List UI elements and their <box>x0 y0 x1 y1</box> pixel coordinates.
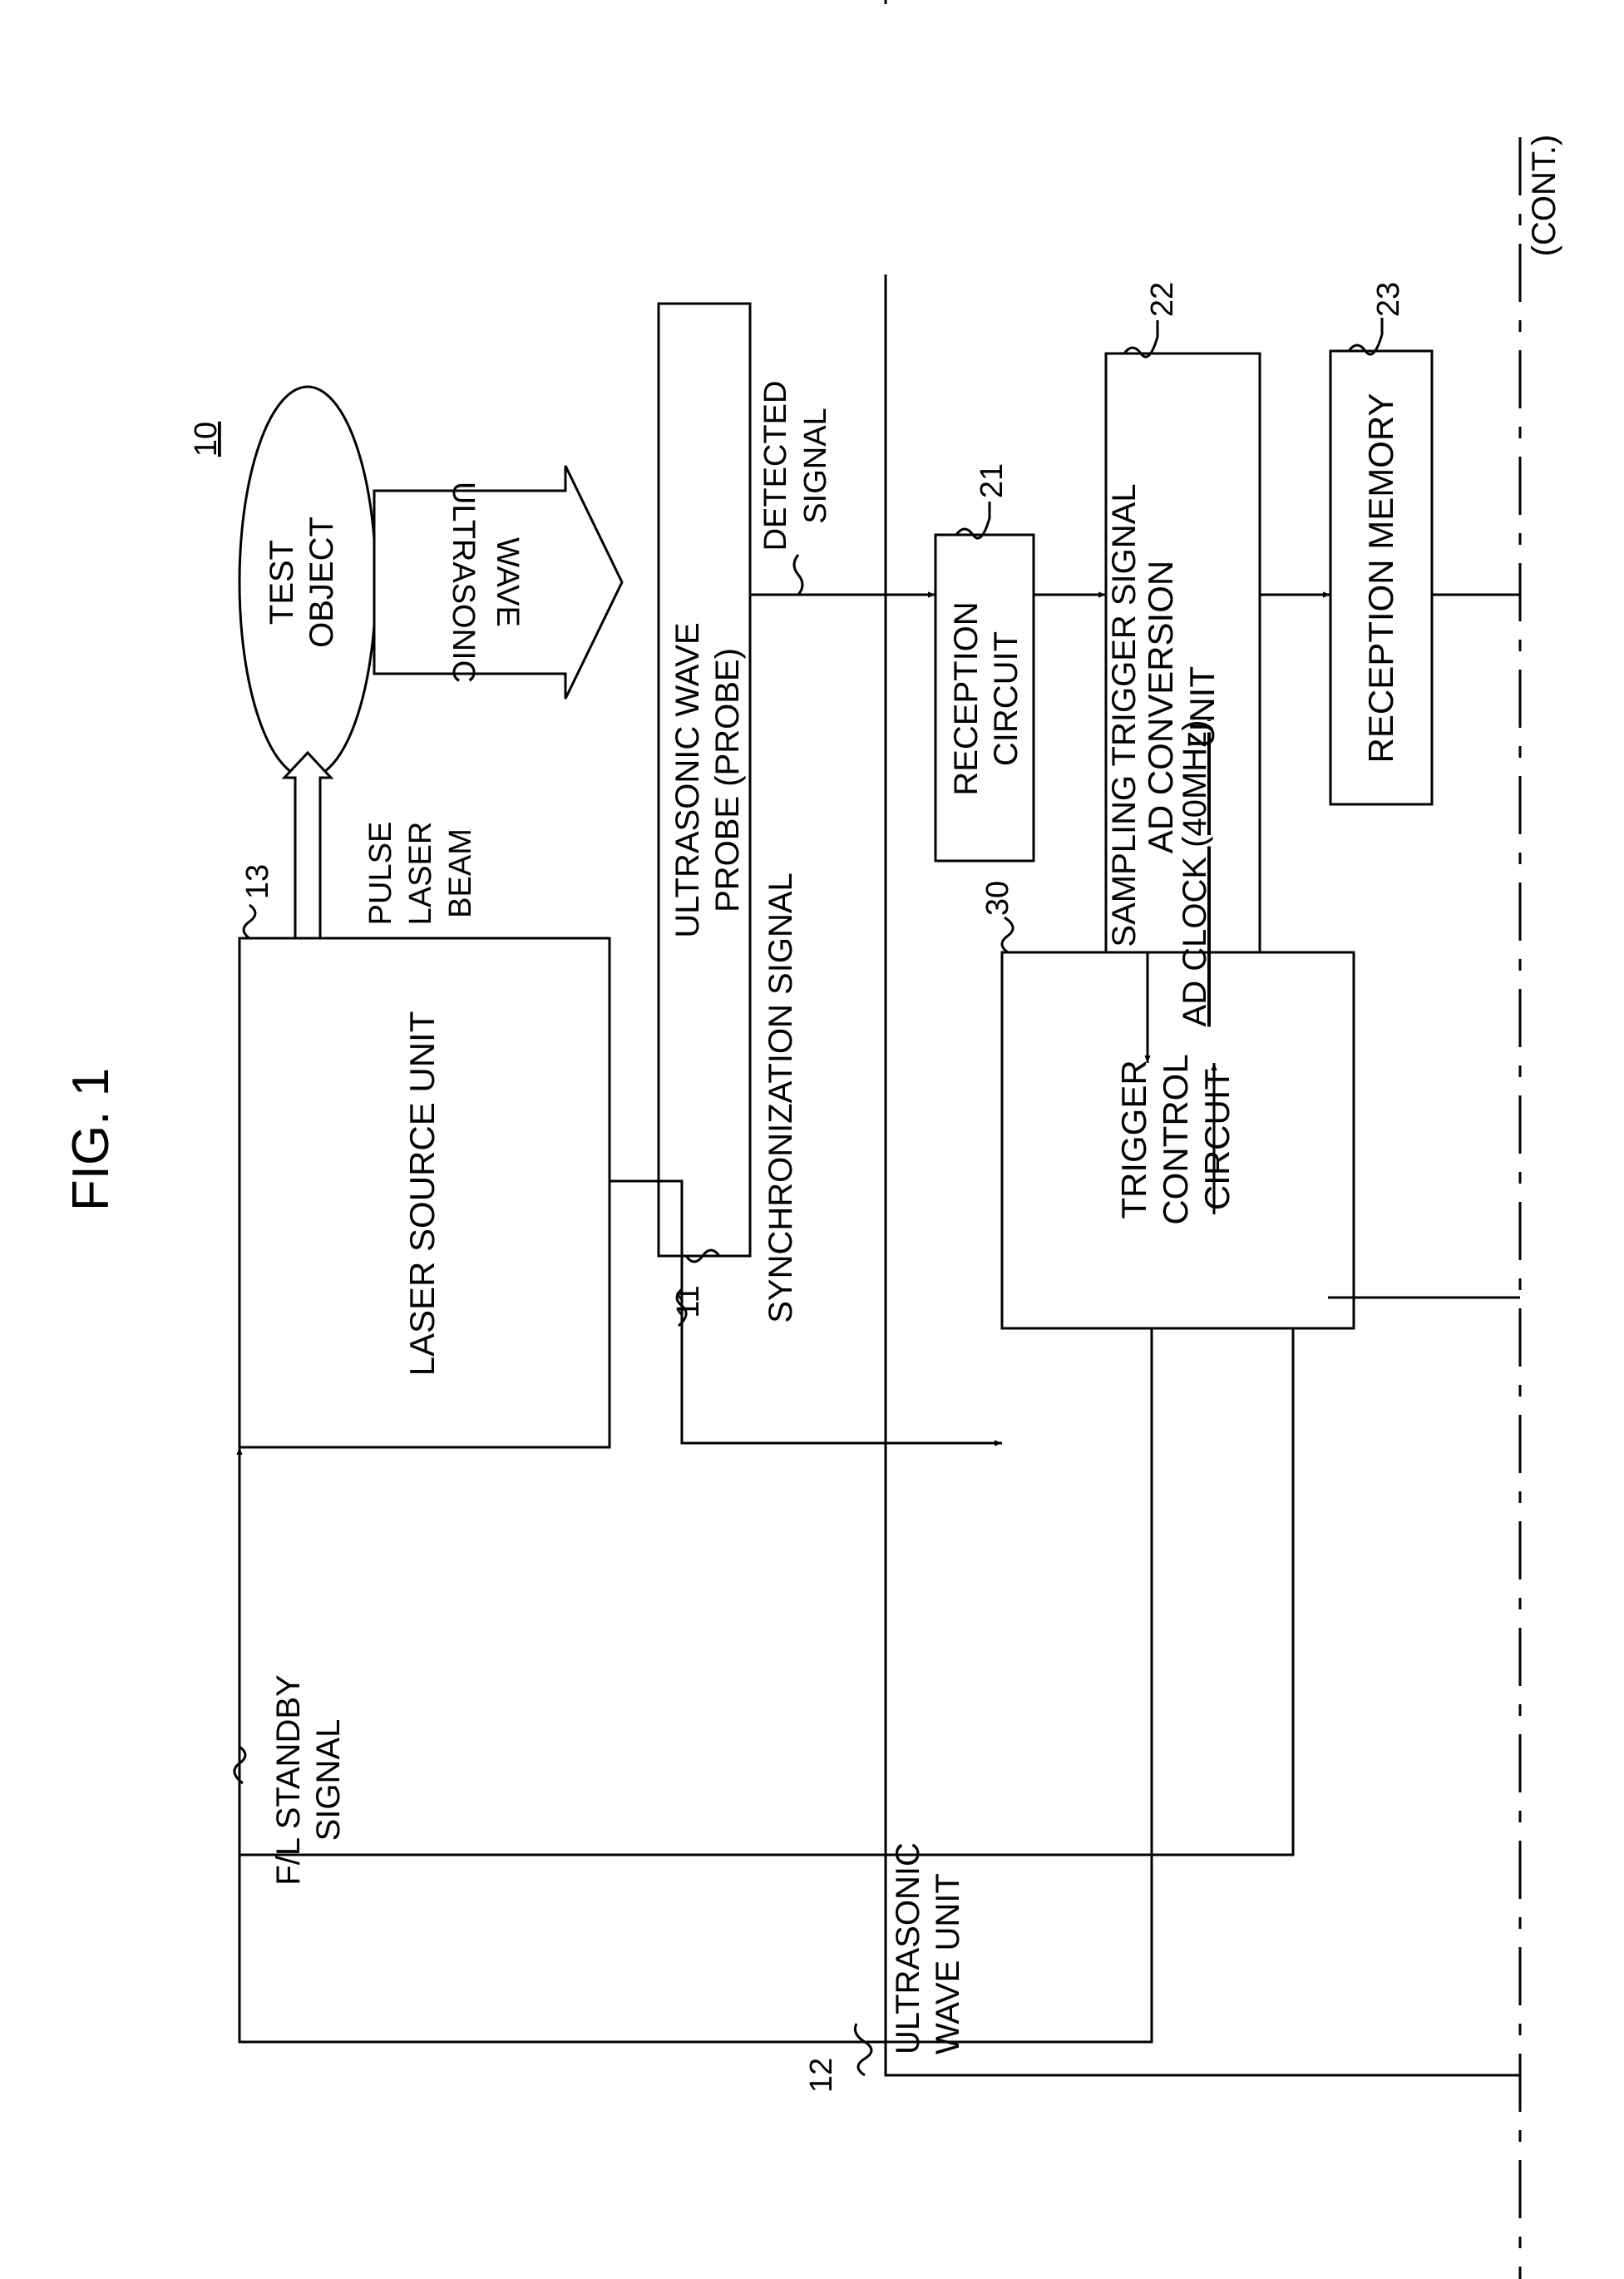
test-object-text-1: TEST <box>264 540 300 625</box>
ultrasonic-wave-unit-text-1: ULTRASONIC <box>890 1842 926 2054</box>
reception-circuit-text-2: CIRCUIT <box>988 631 1024 766</box>
system-ref: 10 <box>189 422 224 457</box>
pulse-laser-beam-text-1: PULSE <box>363 822 398 926</box>
reception-memory-ref-text: 23 <box>1371 282 1406 317</box>
reception-memory-text: RECEPTION MEMORY <box>1361 393 1400 764</box>
ad-conversion-ref-text: 22 <box>1145 282 1180 317</box>
sampling-trigger-signal-text: SAMPLING TRIGGER SIGNAL <box>1106 483 1143 947</box>
continuation-label: (CONT.) <box>1526 135 1562 257</box>
trigger-control-circuit-text-1: TRIGGER <box>1114 1060 1153 1219</box>
pulse-laser-beam-text-2: LASER <box>403 822 438 926</box>
trigger-control-ref-text: 30 <box>980 881 1015 916</box>
fl-standby-text-1: F/L STANDBY <box>270 1674 307 1885</box>
trigger-control-circuit-text-2: CONTROL <box>1156 1054 1195 1224</box>
ultrasonic-wave-unit-text-2: WAVE UNIT <box>930 1873 966 2054</box>
ultrasonic-probe-ref-text: 11 <box>671 1285 706 1317</box>
ultrasonic-wave-text-1: ULTRASONIC <box>446 482 481 683</box>
reception-circuit-text-1: RECEPTION <box>948 601 985 795</box>
ultrasonic-wave-unit-ref-text: 12 <box>804 2058 839 2093</box>
test-object-text-2: OBJECT <box>304 517 340 648</box>
ad-conversion-unit-text-1: AD CONVERSION <box>1141 561 1180 853</box>
trigger-control-circuit-text-3: CIRCUIT <box>1197 1069 1237 1210</box>
synchronization-signal-text: SYNCHRONIZATION SIGNAL <box>763 873 799 1323</box>
laser-source-unit-ref: 13 <box>240 864 275 899</box>
reception-circuit-ref-text: 21 <box>975 463 1009 498</box>
laser-source-unit-text: LASER SOURCE UNIT <box>402 1011 442 1377</box>
ultrasonic-probe-text-1: ULTRASONIC WAVE <box>669 622 706 937</box>
fl-standby-text-2: SIGNAL <box>310 1719 347 1841</box>
ultrasonic-probe-text-2: PROBE (PROBE) <box>709 648 746 912</box>
ultrasonic-wave-text-2: WAVE <box>490 537 525 627</box>
figure-title-text: FIG. 1 <box>62 1068 120 1211</box>
detected-signal-text-1: DETECTED <box>758 381 793 551</box>
detected-signal-text-2: SIGNAL <box>798 408 833 523</box>
pulse-laser-beam-text-3: BEAM <box>443 828 478 918</box>
ad-clock-signal-text: AD CLOCK (40MHz) <box>1177 720 1213 1027</box>
